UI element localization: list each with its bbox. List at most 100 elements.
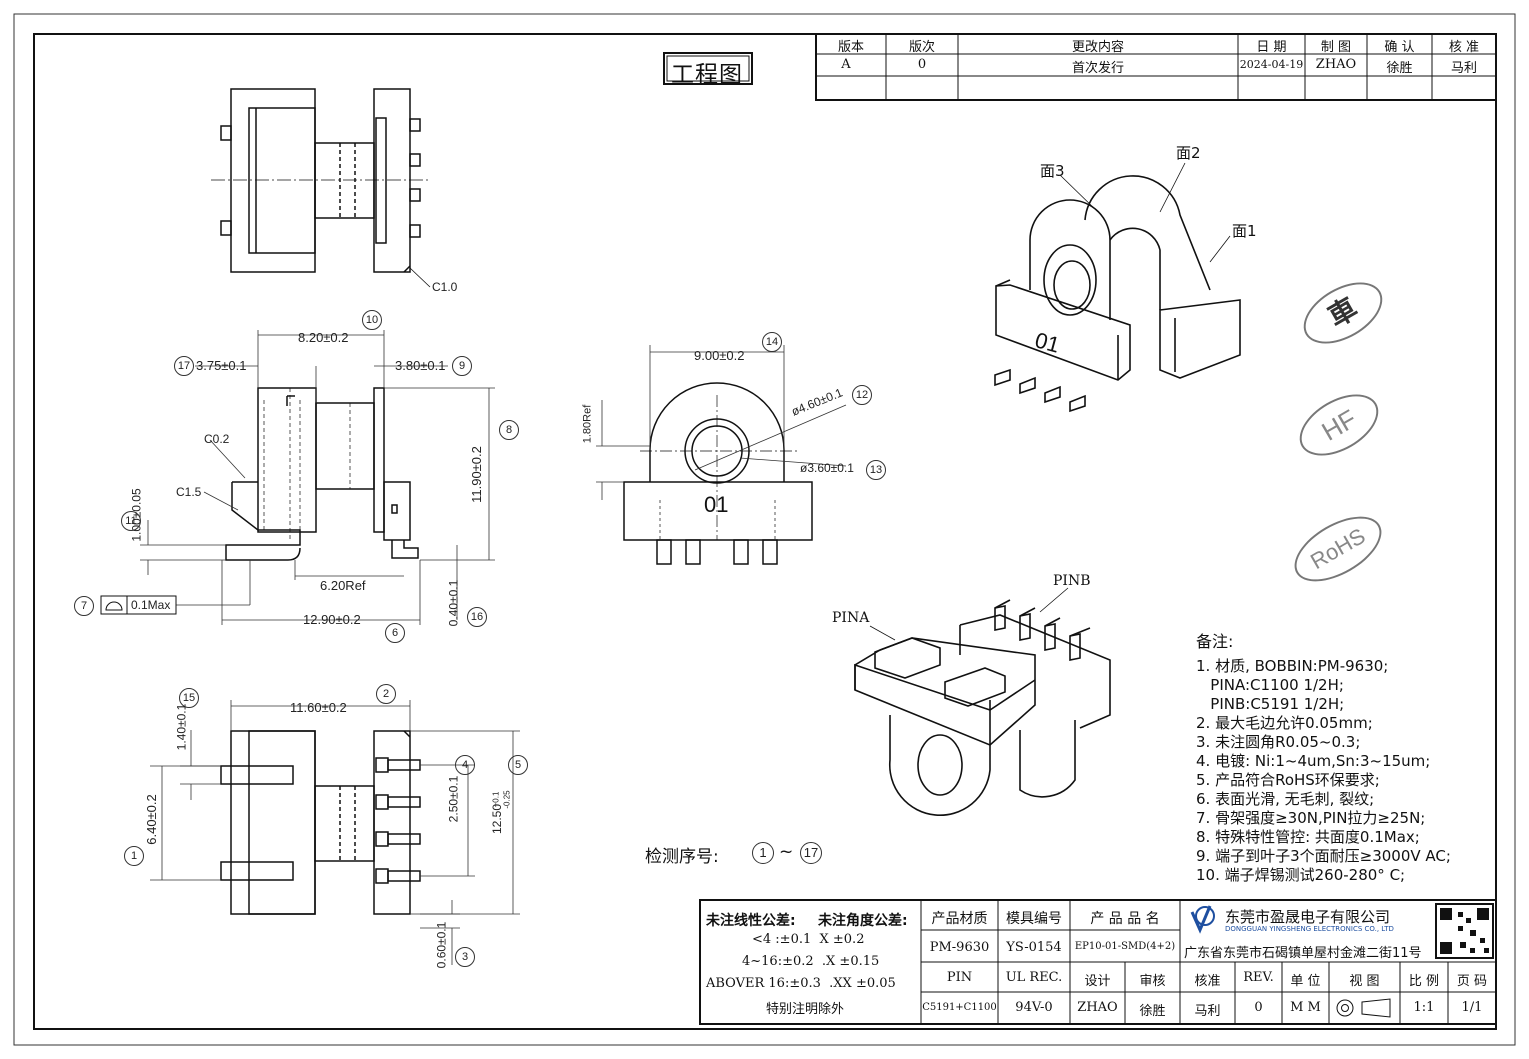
- tb-v-ul: 94V-0: [1015, 1000, 1053, 1015]
- tb-h-page: 页 码: [1456, 974, 1488, 989]
- inspection-label: 检测序号:: [645, 847, 719, 867]
- tb-v-name: EP10-01-SMD(4+2): [1074, 941, 1176, 952]
- bottom-view-dimensions: [150, 700, 520, 965]
- tb-v-approve: 马利: [1194, 1004, 1221, 1019]
- callout-13: 13: [866, 460, 886, 480]
- badge-hf-text: HF: [1316, 403, 1362, 447]
- callout-3: 3: [455, 947, 475, 967]
- inspection-from: 1: [752, 842, 774, 864]
- tol-linear-title: 未注线性公差:: [706, 913, 796, 929]
- tb-h-rev: REV.: [1243, 970, 1274, 985]
- badge-che-text: 車: [1322, 291, 1364, 334]
- rev-h-confirm: 确 认: [1384, 40, 1415, 55]
- tb-h-ul: UL REC.: [1005, 970, 1063, 985]
- callout-15: 15: [179, 688, 199, 708]
- tol-row-2: 4~16:±0.2 .X ±0.15: [742, 954, 880, 969]
- note-item: 2. 最大毛边允许0.05mm;: [1196, 714, 1373, 732]
- side-view-dimensions: [596, 345, 847, 500]
- callout-7: 7: [74, 596, 94, 616]
- dim-9-00: 9.00±0.2: [694, 348, 745, 363]
- flatness-value: 0.1Max: [131, 598, 171, 612]
- rev-h-change: 更改内容: [1071, 40, 1124, 55]
- tb-v-unit: M M: [1290, 1000, 1321, 1015]
- rev-h-edition: 版次: [908, 40, 935, 55]
- callout-14: 14: [762, 332, 782, 352]
- pinb-label: PINB: [1053, 573, 1091, 589]
- tb-v-page: 1/1: [1461, 1000, 1483, 1015]
- note-item: 6. 表面光滑, 无毛刺, 裂纹;: [1196, 790, 1375, 808]
- callout-12: 12: [852, 385, 872, 405]
- note-item: 10. 端子焊锡测试260-280° C;: [1196, 866, 1406, 884]
- dim-6-20ref: 6.20Ref: [320, 578, 366, 593]
- tol-footer: 特别注明除外: [766, 1002, 845, 1017]
- tb-v-pin: C5191+C1100: [922, 1002, 997, 1013]
- notes-heading: 备注:: [1196, 632, 1234, 651]
- side-view: [623, 382, 813, 565]
- callout-17: 17: [174, 356, 194, 376]
- dim-12-50-tol-up: +0.1: [491, 791, 501, 808]
- title-block-grid: [699, 899, 1497, 1025]
- tb-h-name: 产 品 品 名: [1090, 911, 1160, 927]
- dim-c1-5: C1.5: [176, 485, 202, 499]
- dim-1-40: 1.40±0.1: [174, 703, 189, 751]
- tb-v-rev: 0: [1254, 1000, 1263, 1015]
- tb-h-mold: 模具编号: [1006, 911, 1062, 927]
- rev-h-approve: 核 准: [1448, 40, 1480, 55]
- iso-view-top: [994, 175, 1241, 413]
- callout-16: 16: [467, 607, 487, 627]
- rev-v-edition: 0: [917, 57, 927, 72]
- rev-v-approve: 马利: [1450, 61, 1477, 76]
- tb-h-pin: PIN: [946, 970, 973, 985]
- rev-v-version: A: [841, 57, 851, 72]
- pina-label: PINA: [832, 610, 870, 626]
- inspection-to: 17: [800, 842, 822, 864]
- callout-8: 8: [499, 420, 519, 440]
- face-1-label: 面1: [1232, 222, 1257, 240]
- tb-v-scale: 1:1: [1413, 1000, 1435, 1015]
- title-frame: [663, 52, 753, 85]
- note-item: 8. 特殊特性管控: 共面度0.1Max;: [1196, 828, 1420, 846]
- callout-10: 10: [362, 310, 382, 330]
- rev-v-confirm: 徐胜: [1386, 61, 1413, 76]
- tol-row-3: ABOVER 16:±0.3 .XX ±0.05: [706, 976, 896, 991]
- callout-5: 5: [508, 755, 528, 775]
- face-3-label: 面3: [1040, 162, 1065, 180]
- dim-8-20: 8.20±0.2: [298, 330, 349, 345]
- rev-v-date: 2024-04-19: [1239, 58, 1304, 71]
- callout-11: 11: [121, 511, 141, 531]
- tb-v-design: ZHAO: [1077, 1000, 1118, 1015]
- callout-9: 9: [452, 356, 472, 376]
- note-item: 5. 产品符合RoHS环保要求;: [1196, 771, 1380, 789]
- dim-3-80: 3.80±0.1: [395, 358, 446, 373]
- tb-v-check: 徐胜: [1139, 1004, 1166, 1019]
- qr-code-icon: [1435, 903, 1494, 959]
- callout-2: 2: [376, 684, 396, 704]
- projection-symbol: [1336, 998, 1391, 1018]
- note-item: 7. 骨架强度≥30N,PIN拉力≥25N;: [1196, 809, 1426, 827]
- tol-row-1: <4 :±0.1 X ±0.2: [752, 932, 865, 947]
- rev-h-version: 版本: [837, 40, 864, 55]
- tb-h-view: 视 图: [1349, 974, 1380, 989]
- dim-0-40: 0.40±0.1: [446, 579, 461, 627]
- side-part-mark: 01: [704, 492, 729, 517]
- rev-h-drawn: 制 图: [1320, 40, 1352, 55]
- tb-company: 东莞市盈晟电子有限公司: [1225, 908, 1391, 926]
- tb-h-scale: 比 例: [1408, 974, 1440, 989]
- tb-h-check: 审核: [1139, 974, 1166, 989]
- tb-h-unit: 单 位: [1290, 974, 1321, 989]
- note-item: 1. 材质, BOBBIN:PM-9630;: [1196, 657, 1389, 675]
- tb-address: 广东省东莞市石碣镇单屋村金滩二街11号: [1184, 946, 1422, 961]
- rev-v-change: 首次发行: [1071, 61, 1124, 76]
- tb-company-en: DONGGUAN YINGSHENG ELECTRONICS CO., LTD: [1225, 925, 1394, 933]
- tb-v-mold: YS-0154: [1006, 940, 1062, 955]
- dim-0-60: 0.60±0.1: [434, 921, 449, 969]
- flatness-frame: [100, 595, 177, 615]
- note-item: PINB:C5191 1/2H;: [1196, 695, 1345, 713]
- top-view: [211, 88, 431, 288]
- tb-v-material: PM-9630: [929, 940, 990, 955]
- front-view-dimensions: [140, 330, 495, 625]
- callout-6: 6: [385, 623, 405, 643]
- face-2-label: 面2: [1176, 144, 1201, 162]
- revision-table-grid: [815, 33, 1497, 101]
